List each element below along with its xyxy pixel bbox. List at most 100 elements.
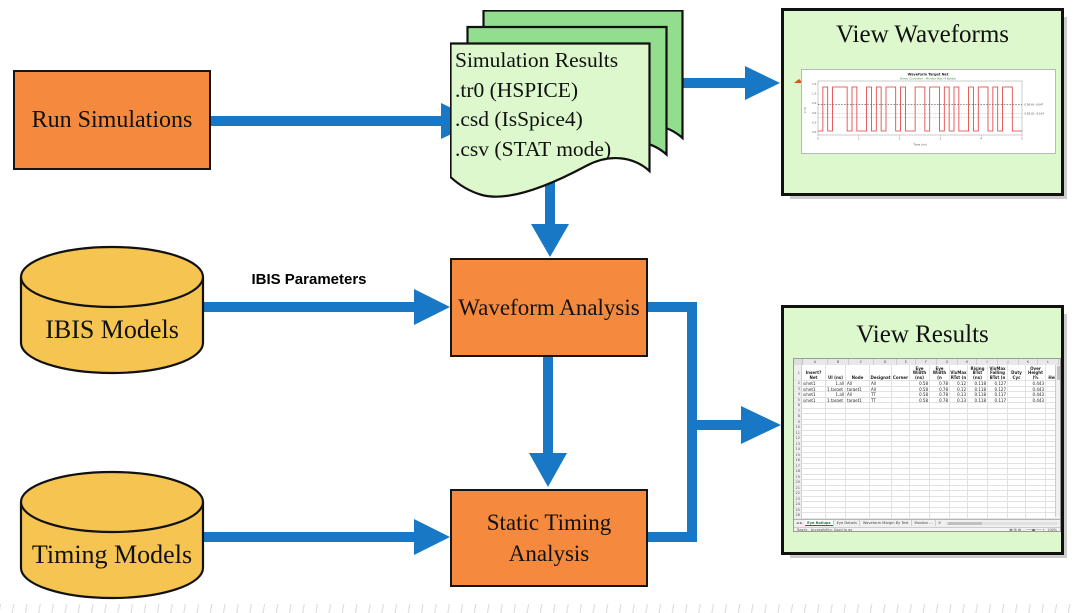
sheet-cell xyxy=(930,436,950,442)
tab-nav-arrows[interactable]: ◄ ► xyxy=(796,521,803,525)
column-header: VixMax Rising BTst (ns) xyxy=(968,365,988,381)
sheet-cell xyxy=(988,447,1008,453)
sheet-cell xyxy=(1046,442,1060,447)
sheet-cell xyxy=(950,496,968,502)
sheet-cell xyxy=(846,414,870,420)
sheet-cell xyxy=(870,458,892,464)
sheet-tab[interactable]: Eye Rollups xyxy=(804,519,835,527)
sheet-cell xyxy=(988,485,1008,491)
sheet-cell: 0.13 xyxy=(950,392,968,398)
sheet-cell xyxy=(892,496,910,502)
sheet-cell xyxy=(910,463,930,469)
sheet-cell xyxy=(802,463,826,469)
sheet-cell xyxy=(950,480,968,486)
sheet-cell xyxy=(846,425,870,431)
sheet-cell: TT xyxy=(870,397,892,403)
sheet-cell xyxy=(1046,464,1060,469)
sheet-tab[interactable]: Waveform Margin By Test xyxy=(860,519,912,527)
sheet-cell xyxy=(846,485,870,491)
sheet-cell xyxy=(892,491,910,497)
horizontal-scrollbar[interactable] xyxy=(946,521,1058,525)
sheet-cell xyxy=(1008,419,1026,425)
sheet-cell xyxy=(988,436,1008,442)
sheet-cell xyxy=(950,491,968,497)
sheet-cell xyxy=(892,480,910,486)
sheet-cell xyxy=(988,480,1008,486)
panel-view-results[interactable]: View Results ABCDEFGHIJKLM1Insert? NetUI… xyxy=(781,305,1064,555)
sheet-cell xyxy=(826,463,846,469)
node-ibis-models[interactable]: IBIS Models xyxy=(19,245,205,376)
sheet-cell xyxy=(930,496,950,502)
sheet-cell xyxy=(826,425,846,431)
svg-text:4: 4 xyxy=(980,137,982,141)
sheet-cell xyxy=(910,502,930,508)
sheet-cell xyxy=(1026,452,1046,458)
sheet-cell: 0.12 xyxy=(950,381,968,387)
column-header: Node xyxy=(846,365,870,381)
vertical-scrollbar[interactable] xyxy=(1055,365,1060,517)
zoom-controls[interactable]: ▦ ▥ ▤ – ───●─── + 100% xyxy=(1009,527,1057,532)
sheet-cell xyxy=(988,491,1008,497)
document-stack-shape xyxy=(450,10,684,198)
sheet-cell xyxy=(1026,436,1046,442)
node-label: Waveform Analysis xyxy=(458,294,640,320)
sheet-cell xyxy=(826,474,846,480)
sheet-cell xyxy=(892,469,910,475)
sheet-cell xyxy=(968,485,988,491)
sheet-tab[interactable]: Monitor ... xyxy=(912,519,937,527)
sheet-cell xyxy=(846,507,870,513)
sheet-cell xyxy=(1046,497,1060,502)
sheet-cell xyxy=(988,408,1008,414)
svg-text:1.2: 1.2 xyxy=(812,92,816,96)
sheet-cell xyxy=(870,436,892,442)
sheet-cell: 0.58 xyxy=(910,381,930,387)
sheet-cell xyxy=(968,419,988,425)
sheet-cell xyxy=(968,480,988,486)
sheet-cell xyxy=(826,502,846,508)
arrow-analysis-down-to-sta xyxy=(529,355,567,487)
sheet-cell xyxy=(1026,458,1046,464)
sheet-cell xyxy=(892,452,910,458)
sheet-cell xyxy=(846,408,870,414)
sheet-cell xyxy=(930,419,950,425)
sheet-cell: 0.443 xyxy=(1026,397,1046,403)
sheet-cell xyxy=(950,463,968,469)
sheet-tab[interactable]: Eye Details xyxy=(834,519,861,527)
sheet-cell: 0.443 xyxy=(1026,381,1046,387)
sheet-cell xyxy=(950,502,968,508)
sheet-cell xyxy=(802,458,826,464)
sheet-cell: 0.78 xyxy=(930,392,950,398)
node-waveform-analysis[interactable]: Waveform Analysis xyxy=(450,258,648,357)
sheet-cell xyxy=(1046,381,1060,387)
sheet-cell: 1.all xyxy=(826,381,846,387)
svg-text:0.6: 0.6 xyxy=(812,111,816,115)
svg-text:0.58 HI: -0.047: 0.58 HI: -0.047 xyxy=(1025,103,1044,107)
bottom-ghost-marks xyxy=(0,604,1076,613)
sheet-cell xyxy=(802,441,826,447)
sheet-cell xyxy=(826,496,846,502)
sheet-cell xyxy=(988,458,1008,464)
node-label: Timing Models xyxy=(31,540,193,570)
node-simulation-results[interactable]: Simulation Results .tr0 (HSPICE) .csd (I… xyxy=(450,10,686,210)
node-run-simulations[interactable]: Run Simulations xyxy=(13,70,211,170)
sheet-cell xyxy=(1046,409,1060,414)
add-sheet-icon[interactable]: ⊕ xyxy=(938,521,942,525)
sheet-cell xyxy=(1008,463,1026,469)
sheet-cell xyxy=(988,430,1008,436)
column-letter: H xyxy=(958,359,977,365)
sheet-cell xyxy=(892,408,910,414)
sheet-cell: s/net1 xyxy=(802,386,826,392)
sheet-cell xyxy=(910,403,930,409)
sheet-cell xyxy=(870,430,892,436)
column-letter: L xyxy=(1038,359,1059,365)
sheet-cell xyxy=(968,458,988,464)
node-static-timing-analysis[interactable]: Static Timing Analysis xyxy=(450,489,648,587)
sheet-cell xyxy=(826,403,846,409)
sheet-cell xyxy=(1008,502,1026,508)
arrow-timing-to-sta xyxy=(204,519,450,555)
node-timing-models[interactable]: Timing Models xyxy=(19,470,205,601)
column-header: Over Height (% xyxy=(1026,365,1046,381)
sheet-cell: 0.78 xyxy=(930,386,950,392)
sheet-cell xyxy=(910,469,930,475)
